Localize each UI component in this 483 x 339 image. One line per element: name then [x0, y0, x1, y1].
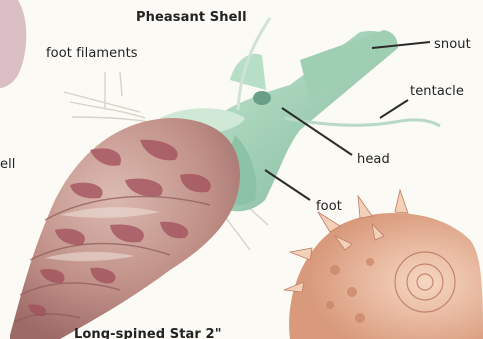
tentacle-label: tentacle [410, 85, 464, 98]
pheasant-shell [10, 118, 240, 339]
foot-filaments-label: foot filaments [46, 47, 138, 60]
caption-label: Long-spined Star 2" [74, 328, 222, 339]
head-label: head [357, 153, 390, 166]
tentacle-leader [380, 100, 408, 118]
snout-label: snout [434, 38, 471, 51]
title-label: Pheasant Shell [136, 11, 247, 24]
star-shell [284, 190, 483, 339]
foot-label: foot [316, 200, 342, 213]
left-edge-shell [0, 0, 26, 88]
partial-left-label: ell [0, 158, 16, 171]
